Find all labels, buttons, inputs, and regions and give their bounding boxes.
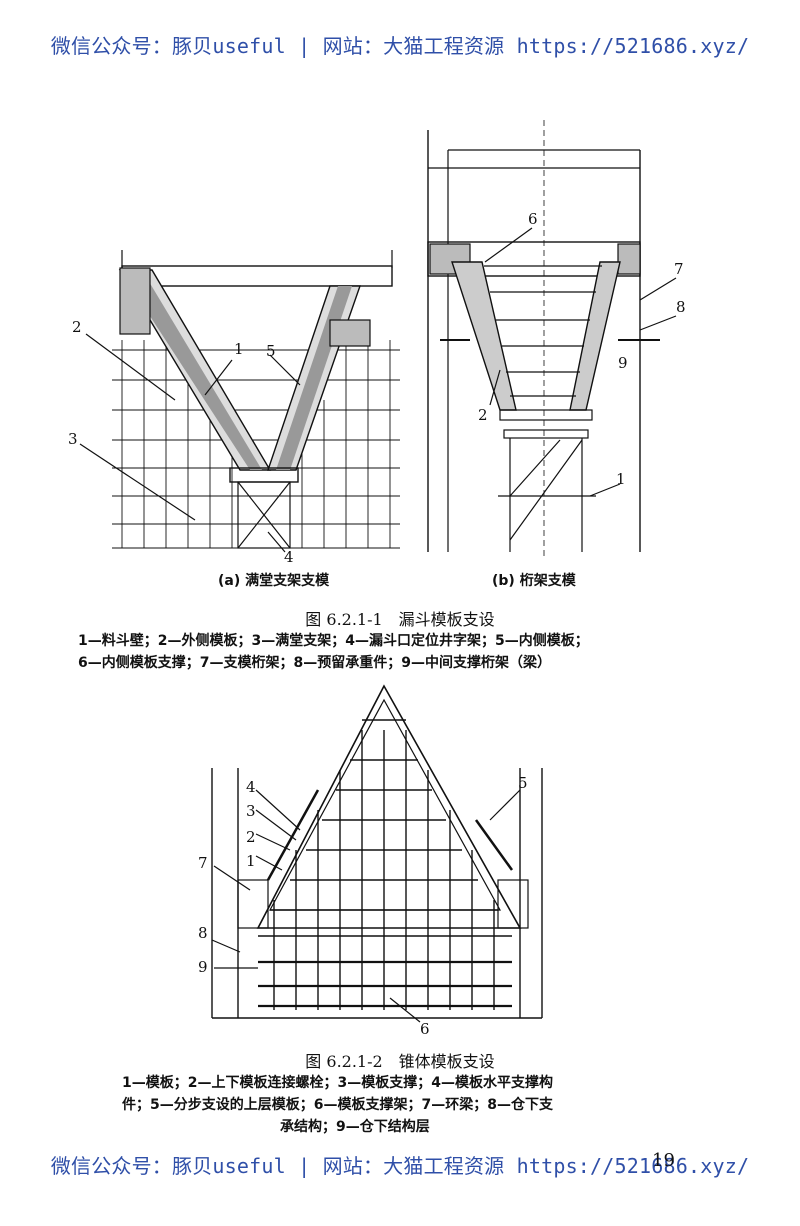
fig2-label-1: 1 bbox=[246, 852, 256, 870]
figure1-legend-line1: 1—料斗壁；2—外侧模板；3—满堂支架；4—漏斗口定位井字架；5—内侧模板； bbox=[78, 633, 589, 649]
fig-b-caption: (b) 桁架支模 bbox=[492, 573, 576, 589]
figure-a-drawing bbox=[79, 250, 400, 553]
fig-b-label-2: 2 bbox=[478, 406, 488, 424]
fig-b-label-9: 9 bbox=[618, 354, 628, 372]
fig-b-label-6: 6 bbox=[528, 210, 538, 228]
fig-a-label-2: 2 bbox=[72, 318, 82, 336]
fig2-label-4: 4 bbox=[246, 778, 256, 796]
fig2-label-8: 8 bbox=[198, 924, 208, 942]
fig-a-label-3: 3 bbox=[68, 430, 78, 448]
fig-b-label-1: 1 bbox=[616, 470, 626, 488]
fig2-label-6: 6 bbox=[420, 1020, 430, 1038]
fig2-label-5: 5 bbox=[518, 774, 528, 792]
watermark-bottom: 微信公众号：豚贝useful | 网站：大猫工程资源 https://52168… bbox=[50, 1154, 750, 1178]
fig-a-label-4: 4 bbox=[284, 548, 294, 566]
figure1-title: 图 6.2.1-1 漏斗模板支设 bbox=[305, 610, 495, 629]
figure2-legend-line1: 1—模板；2—上下模板连接螺栓；3—模板支撑；4—模板水平支撑构 bbox=[122, 1075, 553, 1091]
figure2-title: 图 6.2.1-2 锥体模板支设 bbox=[305, 1052, 495, 1071]
fig2-label-9: 9 bbox=[198, 958, 208, 976]
fig2-label-3: 3 bbox=[246, 802, 256, 820]
page-number: 19 bbox=[652, 1150, 675, 1171]
fig-b-label-8: 8 bbox=[676, 298, 686, 316]
figure1-legend: 1—料斗壁；2—外侧模板；3—满堂支架；4—漏斗口定位井字架；5—内侧模板； 6… bbox=[78, 630, 589, 674]
fig2-label-2: 2 bbox=[246, 828, 256, 846]
fig-b-label-7: 7 bbox=[674, 260, 684, 278]
figure2-legend-line3: 承结构；9—仓下结构层 bbox=[280, 1119, 430, 1135]
figure-2-drawing bbox=[211, 684, 543, 1023]
figure1-legend-line2: 6—内侧模板支撑；7—支模桁架；8—预留承重件；9—中间支撑桁架（梁） bbox=[78, 655, 551, 671]
fig-a-label-1: 1 bbox=[234, 340, 244, 358]
fig-a-label-5: 5 bbox=[266, 342, 276, 360]
fig-a-caption: (a) 满堂支架支模 bbox=[218, 573, 330, 589]
figure2-legend: 1—模板；2—上下模板连接螺栓；3—模板支撑；4—模板水平支撑构 件；5—分步支… bbox=[122, 1072, 553, 1138]
fig2-label-7: 7 bbox=[198, 854, 208, 872]
figure-b-drawing bbox=[427, 120, 677, 560]
watermark-top: 微信公众号：豚贝useful | 网站：大猫工程资源 https://52168… bbox=[50, 34, 750, 58]
figure2-legend-line2: 件；5—分步支设的上层模板；6—模板支撑架；7—环梁；8—仓下支 bbox=[122, 1097, 553, 1113]
